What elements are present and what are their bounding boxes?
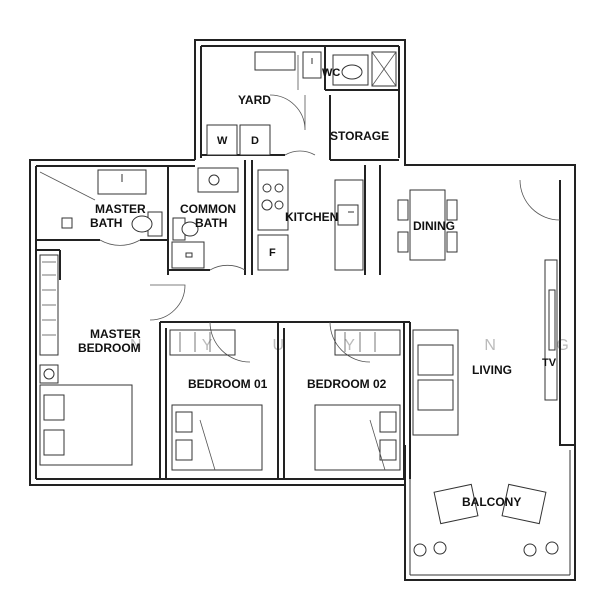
common-bath-shower <box>171 241 205 269</box>
label-balcony: BALCONY <box>462 495 521 509</box>
master-bath-toilet <box>131 211 163 237</box>
wc-basin <box>302 51 322 79</box>
bedroom02-bed <box>314 404 401 471</box>
balcony-chair-right <box>501 483 547 525</box>
label-dryer: D <box>251 135 259 147</box>
label-yard: YARD <box>238 93 271 107</box>
fridge <box>257 234 289 271</box>
label-tv: TV <box>542 357 557 369</box>
master-bed <box>39 364 133 466</box>
tv-console <box>544 259 558 401</box>
label-bedroom02: BEDROOM 02 <box>307 377 387 391</box>
common-bath-toilet <box>172 217 199 241</box>
label-fridge: F <box>269 247 276 259</box>
kitchen-counter <box>257 169 289 231</box>
balcony-chair-left <box>433 483 479 525</box>
yard-shelf <box>254 51 296 71</box>
label-kitchen: KITCHEN <box>285 210 338 224</box>
master-bath-shower <box>39 171 96 229</box>
label-living: LIVING <box>472 363 512 377</box>
washer <box>206 124 238 156</box>
label-storage: STORAGE <box>330 129 389 143</box>
label-master-bath-2: BATH <box>90 216 122 230</box>
bedroom02-wardrobe <box>334 329 401 356</box>
label-dining: DINING <box>413 219 455 233</box>
bedroom01-bed <box>171 404 263 471</box>
label-wc: WC <box>322 67 340 79</box>
master-wardrobe <box>39 254 59 356</box>
sofa <box>412 329 459 436</box>
dining-table <box>397 189 458 261</box>
label-master-bedroom-2: BEDROOM <box>78 341 141 355</box>
shower-tray <box>371 51 397 87</box>
label-bedroom01: BEDROOM 01 <box>188 377 268 391</box>
balcony-plants <box>413 541 559 557</box>
common-bath-basin <box>197 167 239 193</box>
label-washer: W <box>217 135 228 147</box>
interior-walls <box>36 46 411 479</box>
label-common-bath-1: COMMON <box>180 202 236 216</box>
master-bath-vanity <box>97 169 147 195</box>
dryer <box>239 124 271 156</box>
bedroom01-wardrobe <box>169 329 236 356</box>
wc-toilet <box>332 54 369 86</box>
label-master-bath-1: MASTER <box>95 202 146 216</box>
kitchen-sink <box>334 179 364 271</box>
label-common-bath-2: BATH <box>195 216 227 230</box>
watermark: N Y U Y A N G <box>130 337 597 354</box>
doors <box>99 55 561 363</box>
label-master-bedroom-1: MASTER <box>90 327 141 341</box>
